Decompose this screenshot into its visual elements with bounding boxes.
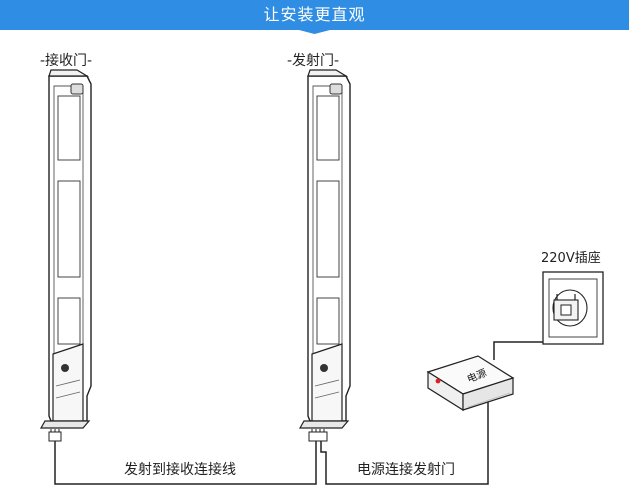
banner-title: 让安装更直观 (263, 5, 366, 24)
receiver-connector (48, 429, 62, 442)
banner-background (0, 0, 629, 34)
tx-to-rx-cable (54, 441, 317, 485)
power-indicator-light (435, 378, 441, 384)
power-to-tx-cable (320, 400, 489, 485)
power-supply-box: 电源 (426, 355, 515, 412)
transmitter-gate (299, 69, 351, 429)
outlet-label: 220V插座 (541, 251, 601, 266)
tx-to-rx-cable-label: 发射到接收连接线 (124, 462, 236, 478)
transmitter-gate-label: -发射门- (287, 53, 340, 69)
transmitter-connector (308, 429, 328, 442)
banner-shape (0, 0, 629, 34)
power-plug (553, 294, 579, 321)
receiver-gate-label: -接收门- (40, 53, 93, 69)
receiver-gate (40, 69, 92, 429)
title-banner: 让安装更直观 (0, 0, 629, 34)
power-to-tx-cable-label: 电源连接发射门 (357, 462, 455, 478)
